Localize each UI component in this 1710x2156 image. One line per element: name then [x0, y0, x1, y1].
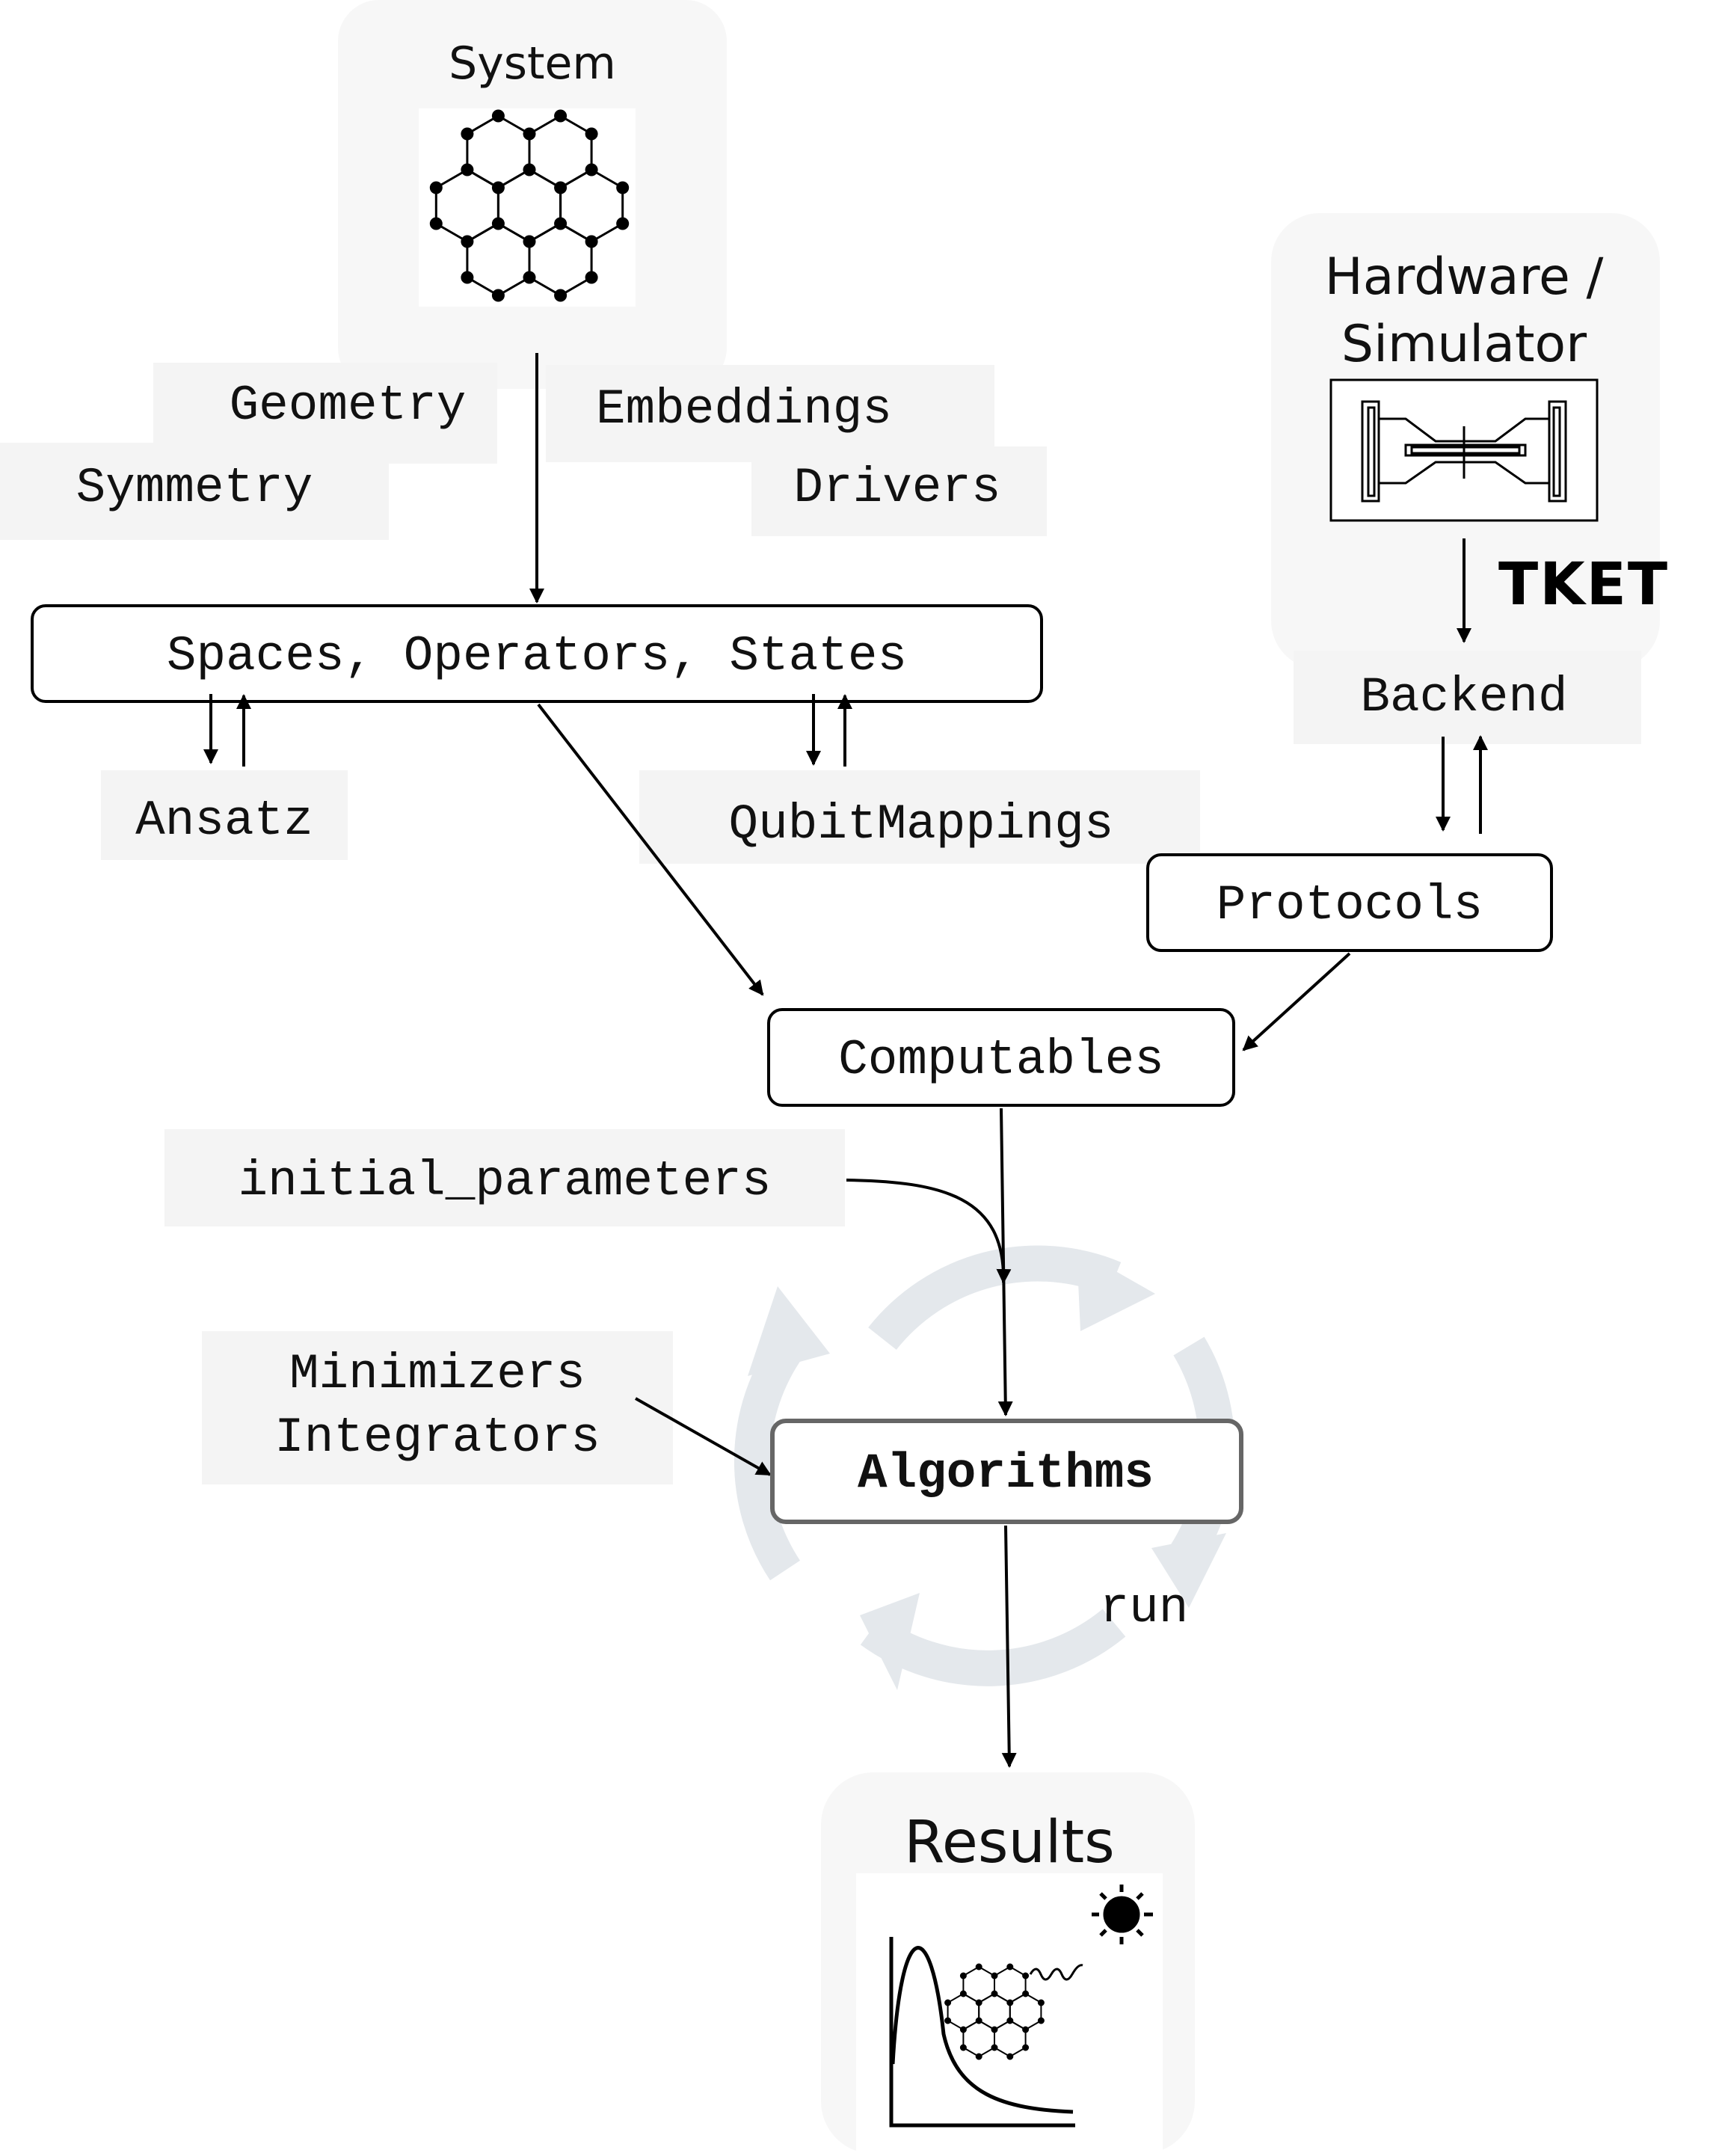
spaces-operators-states-label: Spaces, Operators, States	[167, 628, 907, 684]
protocols-label: Protocols	[1217, 877, 1483, 933]
initial-parameters-panel	[164, 1129, 845, 1226]
atom-dot	[523, 271, 536, 284]
spaces-to-computables-arrow	[537, 703, 764, 996]
atom-dot	[585, 271, 598, 284]
atom-dot	[461, 235, 474, 248]
atom-dot	[491, 109, 505, 123]
drivers-label: Drivers	[793, 460, 1000, 516]
atom-dot	[585, 127, 598, 141]
ansatz-label: Ansatz	[135, 793, 313, 849]
atom-dot	[461, 163, 474, 176]
atom-dot	[523, 127, 536, 141]
atom-dot	[585, 163, 598, 176]
atom-dot	[944, 2017, 952, 2024]
atom-dot	[461, 271, 474, 284]
atom-dot	[959, 2044, 967, 2051]
atom-dot	[554, 181, 568, 194]
atom-dot	[491, 181, 505, 194]
initial-parameters-label: initial_parameters	[239, 1153, 772, 1209]
symmetry-panel	[0, 443, 389, 540]
atom-dot	[585, 235, 598, 248]
atom-dot	[1006, 2017, 1014, 2024]
atom-dot	[991, 1972, 998, 1980]
atom-dot	[975, 2017, 982, 2024]
hardware-title-line2: Simulator	[1341, 315, 1587, 374]
atom-dot	[429, 181, 443, 194]
drivers-panel	[751, 446, 1047, 536]
results-title: Results	[904, 1809, 1115, 1876]
atom-dot	[1037, 1999, 1045, 2006]
atom-dot	[1006, 1963, 1014, 1971]
algorithms-box[interactable]	[770, 1419, 1243, 1524]
minimizers-to-algorithms-arrow	[635, 1397, 772, 1476]
atom-dot	[1022, 2044, 1030, 2051]
geometry-label: Geometry	[230, 378, 467, 434]
run-label: run	[1100, 1580, 1189, 1636]
atom-dot	[554, 289, 568, 302]
atom-dot	[991, 2026, 998, 2033]
atom-dot	[944, 1999, 952, 2006]
tket-logo: TKET	[1498, 551, 1669, 618]
atom-dot	[554, 109, 568, 123]
computables-to-algorithms-arrow	[997, 1108, 1013, 1416]
atom-dot	[991, 1990, 998, 1997]
atom-dot	[959, 2026, 967, 2033]
atom-dot	[523, 235, 536, 248]
qubitmappings-panel	[639, 770, 1200, 864]
computables-box[interactable]	[767, 1008, 1235, 1107]
embeddings-label: Embeddings	[596, 381, 892, 437]
atom-dot	[975, 1963, 982, 1971]
protocols-to-computables-arrow	[1242, 952, 1351, 1051]
spaces-operators-states-box[interactable]	[31, 604, 1043, 703]
algorithms-label: Algorithms	[858, 1446, 1154, 1502]
atom-dot	[1022, 2026, 1030, 2033]
atom-dot	[959, 1990, 967, 1997]
atom-dot	[461, 127, 474, 141]
spectrum-plot-icon	[889, 1937, 1083, 2128]
initial-parameters-arrow	[846, 1179, 1012, 1284]
atom-dot	[991, 2044, 998, 2051]
backend-label: Backend	[1360, 669, 1567, 725]
symmetry-label: Symmetry	[76, 460, 313, 516]
atom-dot	[975, 1999, 982, 2006]
backend-panel	[1294, 651, 1641, 744]
minimizers-panel	[202, 1331, 673, 1484]
atom-dot	[1006, 2053, 1014, 2060]
embeddings-panel	[546, 365, 994, 462]
atom-dot	[1022, 1972, 1030, 1980]
computables-label: Computables	[838, 1032, 1164, 1088]
atom-dot	[959, 1972, 967, 1980]
atom-dot	[616, 181, 630, 194]
protocols-box[interactable]	[1146, 853, 1553, 952]
sun-icon	[1092, 1885, 1153, 1944]
system-title: System	[449, 37, 616, 90]
atom-dot	[1022, 1990, 1030, 1997]
atom-dot	[616, 217, 630, 230]
honeycomb-molecule-icon	[429, 109, 630, 302]
ansatz-panel	[101, 770, 348, 860]
small-honeycomb-icon	[944, 1963, 1045, 2060]
qubitmappings-label: QubitMappings	[729, 796, 1114, 853]
atom-dot	[1037, 2017, 1045, 2024]
ion-trap-icon	[1329, 378, 1599, 522]
cycle-arrowheads	[748, 1249, 1226, 1690]
atom-dot	[429, 217, 443, 230]
atom-dot	[491, 289, 505, 302]
integrators-label: Integrators	[274, 1410, 600, 1466]
atom-dot	[523, 163, 536, 176]
minimizers-label: Minimizers	[289, 1346, 585, 1402]
hardware-title-line1: Hardware /	[1325, 248, 1604, 307]
atom-dot	[554, 217, 568, 230]
atom-dot	[975, 2053, 982, 2060]
algorithms-to-results-arrow	[1001, 1525, 1017, 1768]
atom-dot	[491, 217, 505, 230]
atom-dot	[1006, 1999, 1014, 2006]
